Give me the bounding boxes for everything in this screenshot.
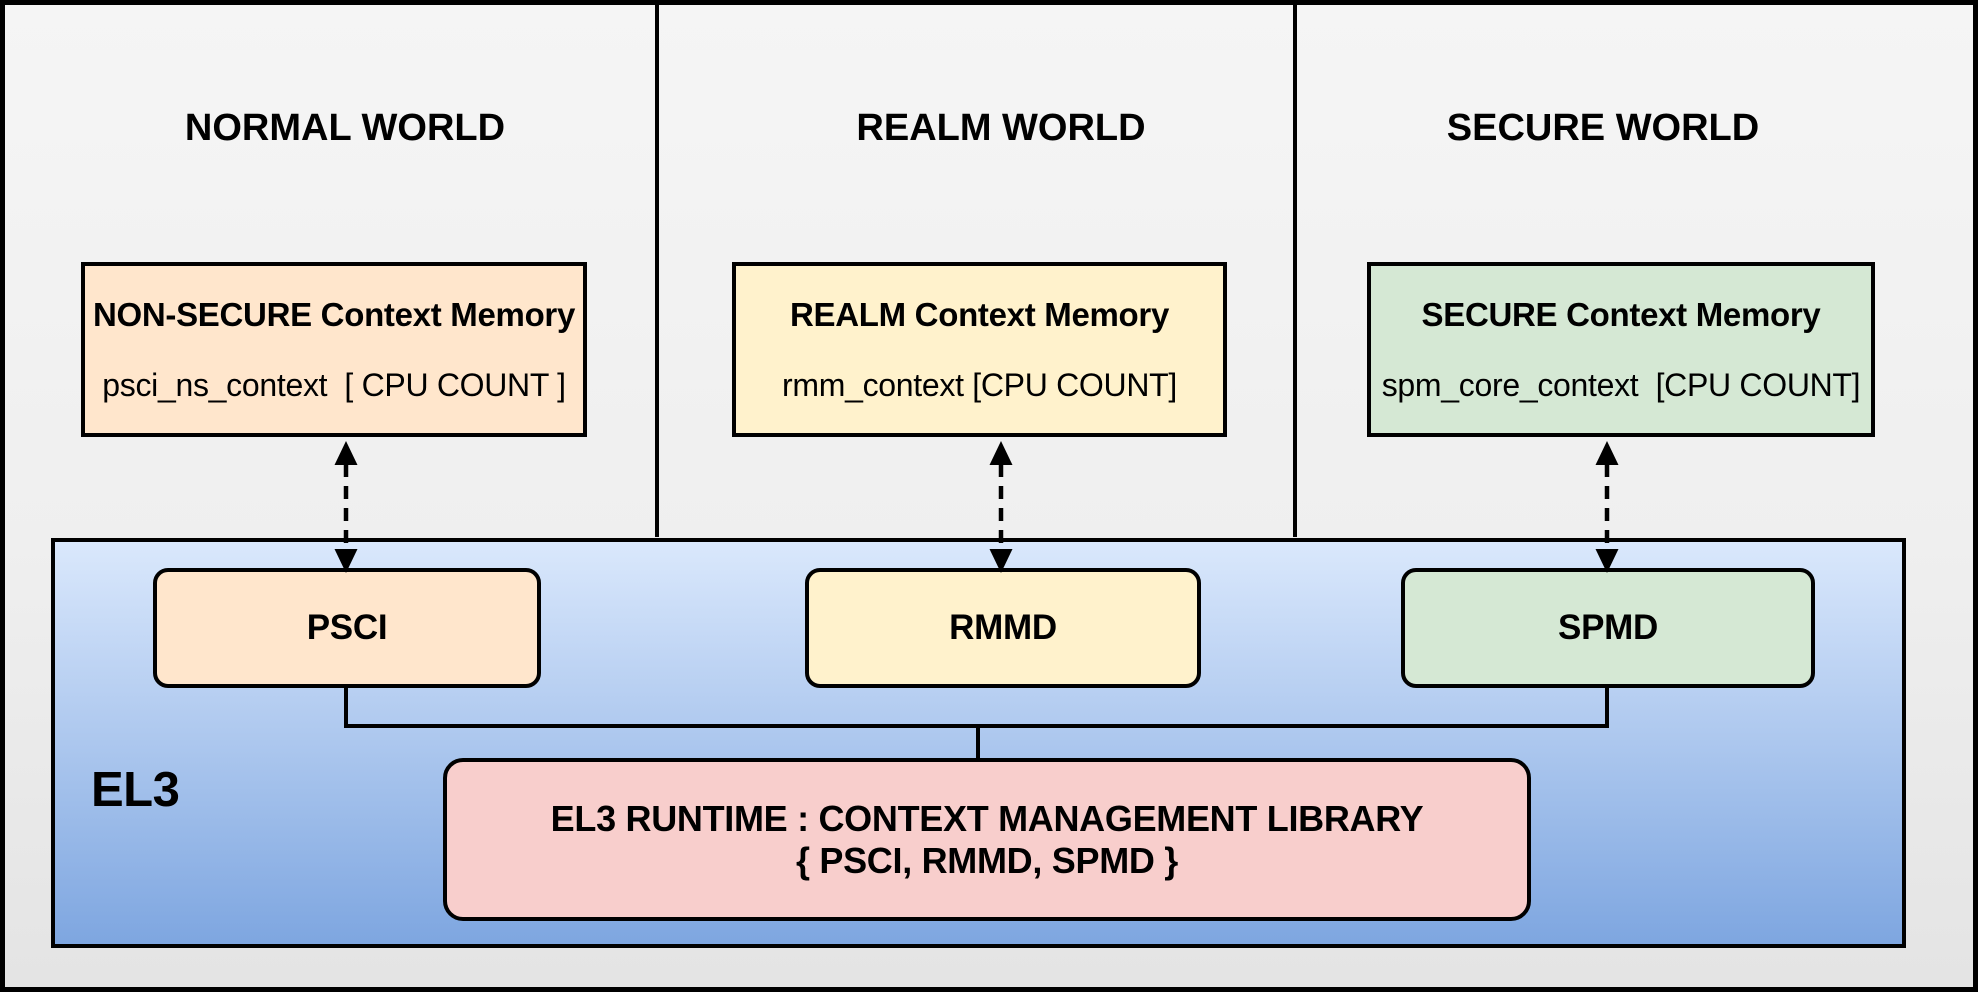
- secure-context-memory-detail: spm_core_context [CPU COUNT]: [1381, 366, 1861, 403]
- non-secure-context-memory-title: NON-SECURE Context Memory: [92, 295, 576, 333]
- secure-context-memory-title: SECURE Context Memory: [1421, 295, 1821, 333]
- non-secure-context-memory-detail: psci_ns_context [ CPU COUNT ]: [102, 366, 566, 403]
- el3-runtime-library-title: EL3 RUNTIME : CONTEXT MANAGEMENT LIBRARY: [550, 797, 1424, 839]
- realm-context-memory-title: REALM Context Memory: [789, 295, 1170, 333]
- realm-context-memory-box: REALM Context Memory rmm_context [CPU CO…: [732, 262, 1227, 437]
- panel-divider-normal-realm: [655, 5, 659, 537]
- realm-context-memory-detail: rmm_context [CPU COUNT]: [782, 366, 1177, 403]
- el3-label: EL3: [91, 763, 180, 817]
- el3-runtime-library-subtitle: { PSCI, RMMD, SPMD }: [795, 839, 1179, 881]
- secure-world-title: SECURE WORLD: [1446, 107, 1760, 149]
- el3-runtime-library-box: EL3 RUNTIME : CONTEXT MANAGEMENT LIBRARY…: [443, 758, 1531, 921]
- normal-world-title: NORMAL WORLD: [184, 107, 506, 149]
- psci-module-box: PSCI: [153, 568, 541, 688]
- non-secure-context-memory-box: NON-SECURE Context Memory psci_ns_contex…: [81, 262, 587, 437]
- spmd-module-label: SPMD: [1558, 608, 1658, 647]
- realm-world-title: REALM WORLD: [856, 107, 1146, 149]
- rmmd-module-box: RMMD: [805, 568, 1201, 688]
- rmmd-module-label: RMMD: [949, 608, 1057, 647]
- spmd-module-box: SPMD: [1401, 568, 1815, 688]
- psci-module-label: PSCI: [306, 608, 388, 647]
- panel-divider-realm-secure: [1293, 5, 1297, 537]
- secure-context-memory-box: SECURE Context Memory spm_core_context […: [1367, 262, 1875, 437]
